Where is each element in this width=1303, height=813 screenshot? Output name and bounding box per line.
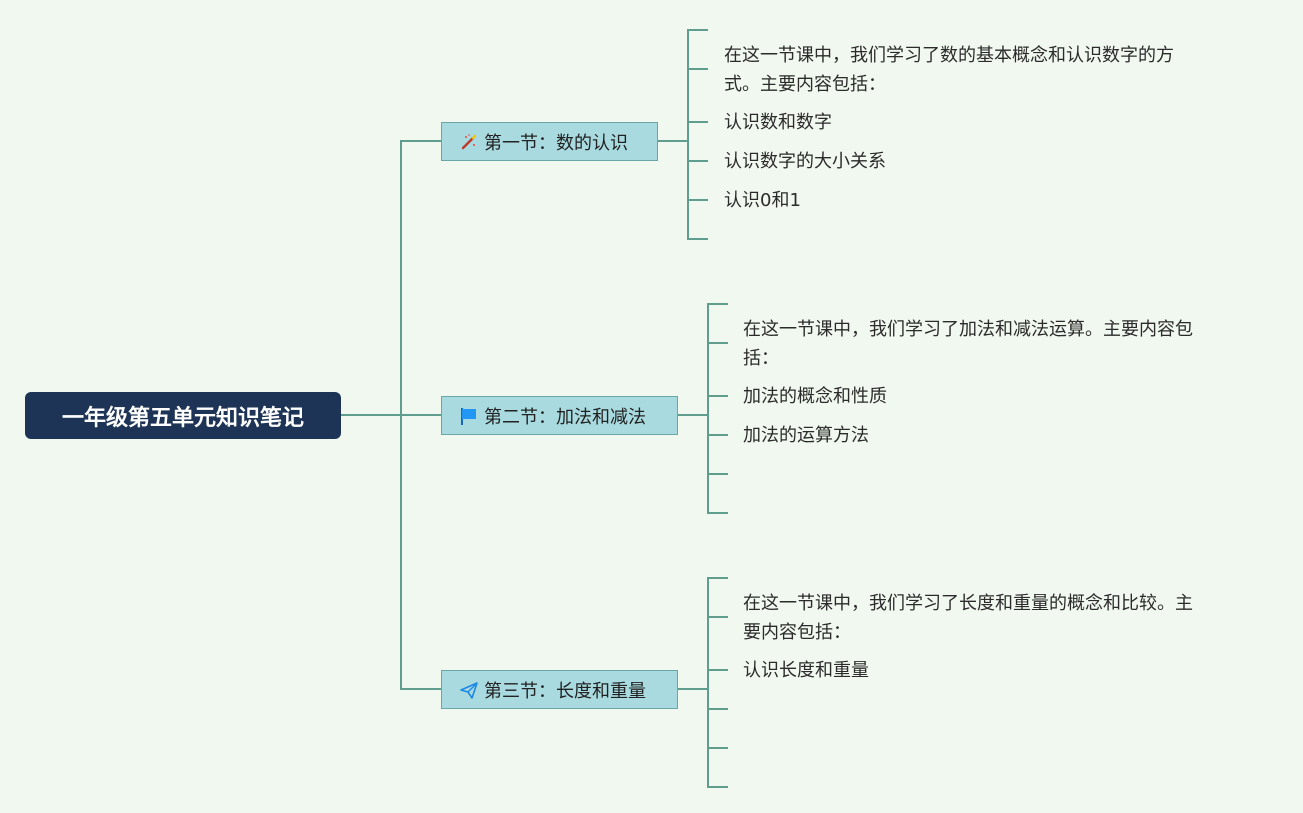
flag-icon: [458, 405, 480, 427]
topic-section-2-label: 第二节：加法和减法: [484, 406, 646, 428]
section-1-item-2-text: 认识数和数字: [724, 112, 832, 133]
topic-section-3[interactable]: 第三节：长度和重量: [441, 670, 678, 709]
section-1-item-3[interactable]: 认识数字的大小关系: [724, 147, 886, 176]
section-3-item-1[interactable]: 在这一节课中，我们学习了长度和重量的概念和比较。主 要内容包括：: [743, 589, 1193, 647]
section-2-item-3[interactable]: 加法的运算方法: [743, 421, 869, 450]
section-2-item-2-text: 加法的概念和性质: [743, 386, 887, 407]
section-3-item-1-line-1: 在这一节课中，我们学习了长度和重量的概念和比较。主: [743, 593, 1193, 614]
magic-wand-icon: [458, 131, 480, 153]
section-3-item-2-text: 认识长度和重量: [743, 660, 869, 681]
paper-plane-icon: [458, 679, 480, 701]
section-3-bracket: [707, 577, 728, 788]
section-1-item-1-line-2: 式。主要内容包括：: [724, 74, 886, 95]
topic-section-2[interactable]: 第二节：加法和减法: [441, 396, 678, 435]
section-1-item-1[interactable]: 在这一节课中，我们学习了数的基本概念和认识数字的方 式。主要内容包括：: [724, 41, 1174, 99]
topic-section-1[interactable]: 第一节：数的认识: [441, 122, 658, 161]
section-1-bracket: [687, 29, 708, 240]
section-2-item-2[interactable]: 加法的概念和性质: [743, 382, 887, 411]
root-title: 一年级第五单元知识笔记: [61, 405, 304, 431]
section-1-item-4-text: 认识0和1: [724, 190, 801, 211]
section-2-item-1-line-2: 括：: [743, 348, 779, 369]
section-3-item-1-line-2: 要内容包括：: [743, 622, 851, 643]
root-topic[interactable]: 一年级第五单元知识笔记: [25, 392, 341, 439]
section-2-item-1[interactable]: 在这一节课中，我们学习了加法和减法运算。主要内容包 括：: [743, 315, 1193, 373]
section-2-item-3-text: 加法的运算方法: [743, 425, 869, 446]
section-1-item-2[interactable]: 认识数和数字: [724, 108, 832, 137]
section-2-item-1-line-1: 在这一节课中，我们学习了加法和减法运算。主要内容包: [743, 319, 1193, 340]
section-1-item-3-text: 认识数字的大小关系: [724, 151, 886, 172]
section-1-item-1-line-1: 在这一节课中，我们学习了数的基本概念和认识数字的方: [724, 45, 1174, 66]
topic-section-3-label: 第三节：长度和重量: [484, 680, 646, 702]
section-2-bracket: [707, 303, 728, 514]
topic-section-1-label: 第一节：数的认识: [484, 132, 628, 154]
section-1-item-4[interactable]: 认识0和1: [724, 186, 801, 215]
section-3-item-2[interactable]: 认识长度和重量: [743, 656, 869, 685]
